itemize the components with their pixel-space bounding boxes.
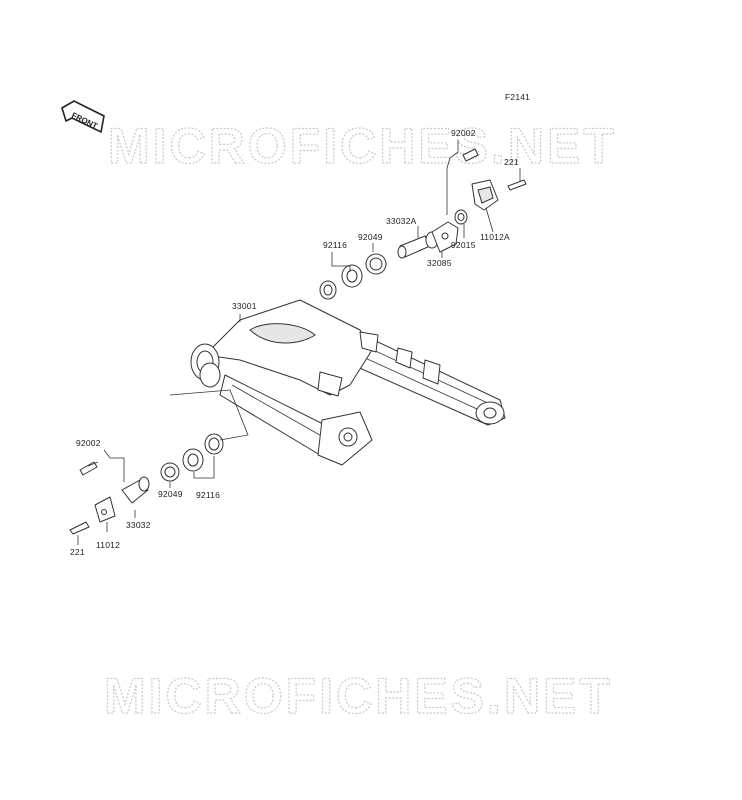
label-92002-top: 92002 xyxy=(451,128,476,138)
label-33032A: 33032A xyxy=(386,216,417,226)
label-33032: 33032 xyxy=(126,520,151,530)
cover-11012 xyxy=(94,496,116,523)
label-92002-bottom: 92002 xyxy=(76,438,101,448)
part-labels: 92002 221 33032A 92049 92116 92015 11012… xyxy=(70,128,519,557)
label-221-top: 221 xyxy=(504,157,519,167)
label-92015: 92015 xyxy=(451,240,476,250)
screw-221-top xyxy=(507,179,527,191)
plate-32085 xyxy=(431,221,459,253)
seal-92049-bottom xyxy=(160,462,180,482)
label-221-bottom: 221 xyxy=(70,547,85,557)
label-92049-bottom: 92049 xyxy=(158,489,183,499)
shaft-33032 xyxy=(121,476,150,504)
bearing-92116-bottom xyxy=(182,433,224,472)
leader-lines xyxy=(77,140,521,545)
label-92049-top: 92049 xyxy=(358,232,383,242)
bolt-92002-top xyxy=(462,148,479,162)
label-11012: 11012 xyxy=(96,540,120,550)
label-11012A: 11012A xyxy=(480,232,510,242)
nut-92015 xyxy=(454,209,468,225)
label-92116-top: 92116 xyxy=(323,240,347,250)
figure-code: F2141 xyxy=(505,92,530,102)
watermark-bottom: MICROFICHES.NET xyxy=(104,668,613,724)
label-33001: 33001 xyxy=(232,301,257,311)
swingarm xyxy=(190,299,506,466)
front-arrow-icon: FRONT xyxy=(61,100,105,134)
cover-11012A xyxy=(471,179,499,211)
screw-221-bottom xyxy=(69,521,90,535)
bolt-92002-bottom xyxy=(79,461,98,476)
seal-92049-top xyxy=(365,253,387,275)
label-32085: 32085 xyxy=(427,258,452,268)
watermark-top: MICROFICHES.NET xyxy=(108,118,617,174)
label-92116-bottom: 92116 xyxy=(196,490,220,500)
bearing-92116-top xyxy=(319,264,363,300)
